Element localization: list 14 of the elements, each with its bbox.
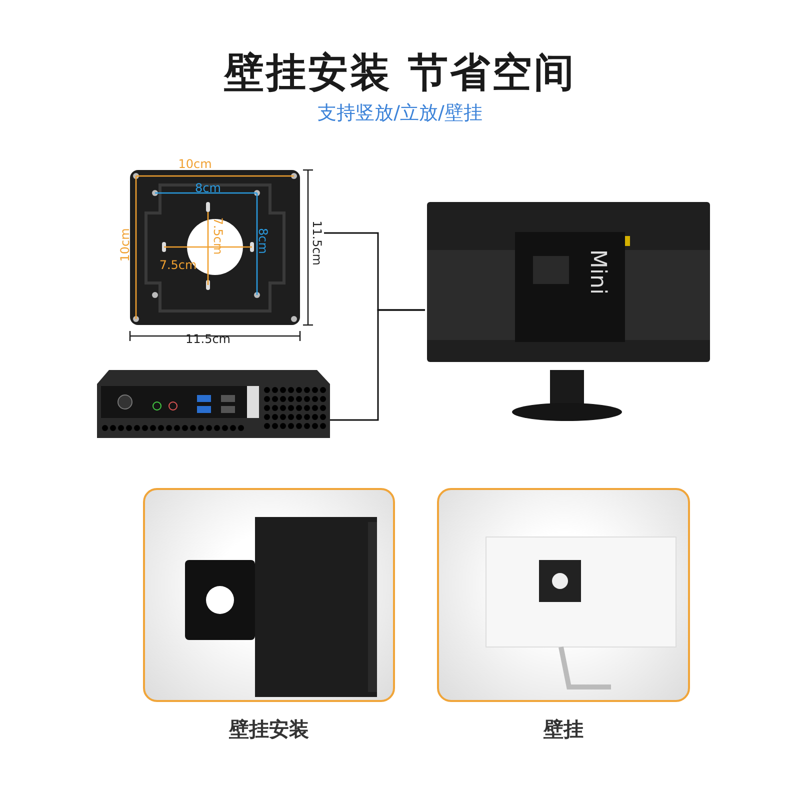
dimension-label: 7.5cm: [212, 217, 224, 255]
dimension-label: 10cm: [178, 158, 212, 170]
dimension-label: 8cm: [257, 228, 269, 254]
dimension-label: 11.5cm: [186, 333, 230, 345]
dimension-label: 8cm: [195, 182, 221, 194]
panel-label: 壁挂: [542, 716, 584, 743]
title: 壁挂安装 节省空间: [222, 49, 577, 98]
panel-label: 壁挂安装: [228, 716, 310, 743]
dimension-label: 10cm: [119, 228, 131, 262]
subtitle: 支持竖放/立放/壁挂: [316, 101, 484, 126]
connector-line: [330, 309, 425, 421]
device-lettering: Mini: [586, 249, 608, 295]
dimension-label: 7.5cm: [159, 259, 197, 271]
dimension-label: 11.5cm: [311, 220, 323, 266]
